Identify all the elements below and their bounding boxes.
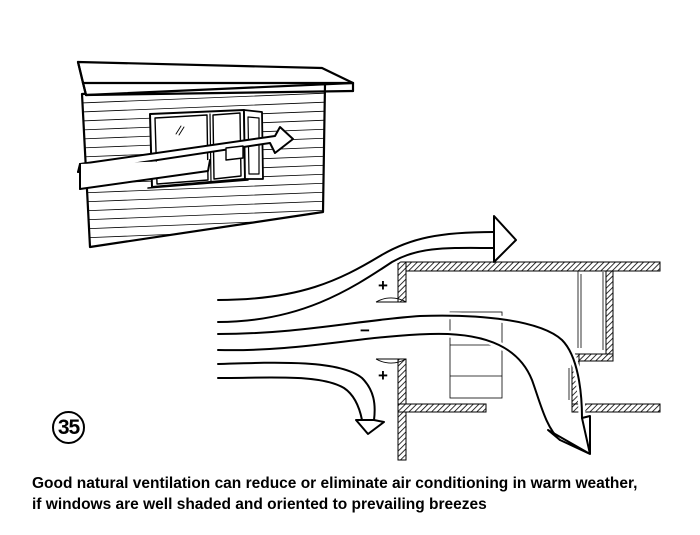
airflow-lines [214, 228, 586, 444]
roof-eave [76, 60, 355, 97]
caption-line-1: Good natural ventilation can reduce or e… [32, 475, 638, 492]
arrowhead-around-corner [355, 419, 385, 435]
figure-caption: Good natural ventilation can reduce or e… [32, 473, 692, 515]
airflow-arrowheads [355, 215, 591, 455]
positive-pressure-mark-top: + [378, 276, 388, 295]
positive-pressure-mark-bottom: + [378, 366, 388, 385]
arrowhead-through-house [547, 415, 591, 455]
figure-number-badge: 35 [52, 411, 85, 444]
plan-doors [375, 271, 604, 400]
house-plan: + − + [214, 215, 661, 461]
caption-line-2: if windows are well shaded and oriented … [32, 496, 487, 513]
negative-pressure-mark: − [360, 321, 370, 340]
plan-walls [397, 261, 661, 461]
arrowhead-over-roof [493, 215, 517, 263]
plan-furniture [449, 311, 503, 399]
pressure-marks: + − + [360, 276, 388, 385]
house-elevation [76, 60, 355, 249]
